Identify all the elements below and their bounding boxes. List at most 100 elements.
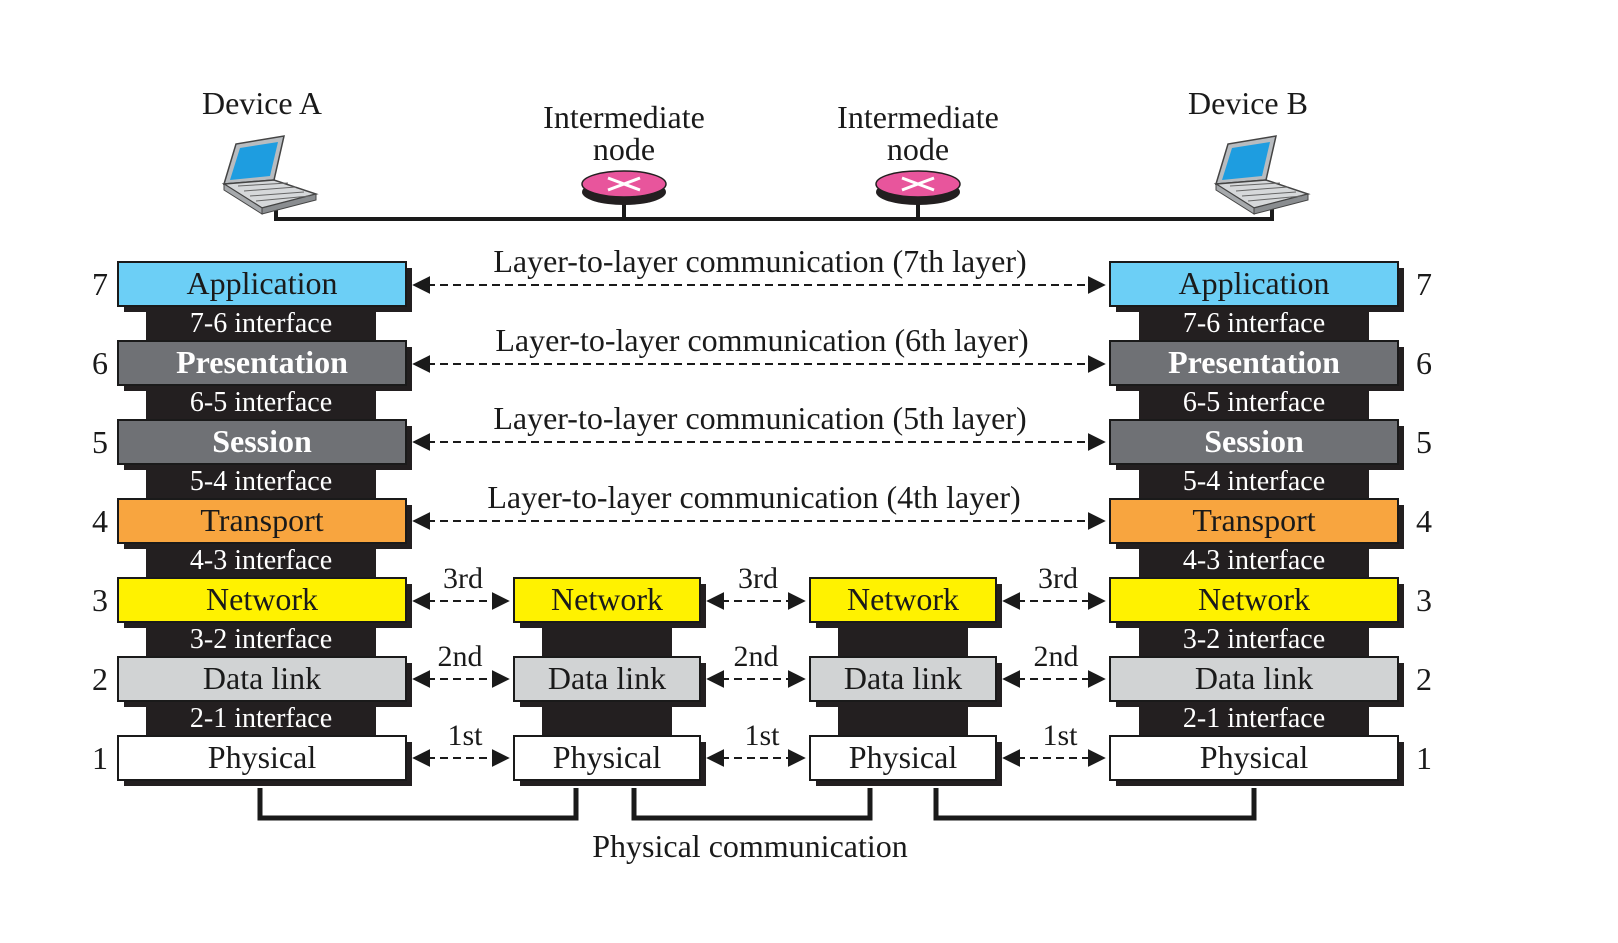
- device-b-data-link-box: [1109, 656, 1399, 702]
- hop-3rd-label-1: 3rd: [443, 562, 483, 595]
- layer-comm-group: Layer-to-layer communication (7th layer)…: [412, 243, 1106, 530]
- device-a-transport-label: Transport: [200, 502, 323, 538]
- device-b-application-label: Application: [1178, 265, 1329, 301]
- device-b-layer-number: 2: [1416, 661, 1432, 697]
- device-a-layer-number: 6: [92, 345, 108, 381]
- hop-labels: 3rd 3rd 3rd 2nd 2nd 2nd 1st 1st 1st: [438, 562, 1079, 752]
- device-a-layer-number: 1: [92, 740, 108, 776]
- device-a-layer-number: 5: [92, 424, 108, 460]
- hop-3rd-label-2: 3rd: [738, 562, 778, 595]
- device-a-label: Device A: [202, 85, 322, 121]
- device-b-label: Device B: [1188, 85, 1308, 121]
- device-b-physical-box: [1109, 735, 1399, 781]
- device-a-layer-number: 4: [92, 503, 108, 539]
- hop-1st-label-2: 1st: [744, 719, 780, 752]
- device-b-layer-number: 4: [1416, 503, 1432, 539]
- hop-1st-label-3: 1st: [1042, 719, 1078, 752]
- node1-network-label: Network: [551, 581, 663, 617]
- device-b-interface-label: 3-2 interface: [1183, 624, 1325, 655]
- hop-2nd-label-1: 2nd: [438, 640, 483, 673]
- hop-arrows: [412, 592, 1106, 767]
- device-a-application-label: Application: [186, 265, 337, 301]
- device-b-session-box: [1109, 419, 1399, 465]
- node1-label-line1: Intermediate: [543, 99, 705, 135]
- device-b-layer-number: 6: [1416, 345, 1432, 381]
- media-link-2: [631, 788, 873, 821]
- hop-2nd-label-2: 2nd: [734, 640, 779, 673]
- device-a-presentation-label: Presentation: [176, 344, 348, 380]
- device-b-network-label: Network: [1198, 581, 1310, 617]
- node2-data-link-box: [809, 656, 997, 702]
- node2-network-box: [809, 577, 997, 623]
- node2-physical-label: Physical: [849, 739, 958, 775]
- device-a-layer-number: 2: [92, 661, 108, 697]
- device-b-data-link-label: Data link: [1195, 660, 1313, 696]
- router-1-icon: [580, 169, 668, 207]
- hop-3rd-label-3: 3rd: [1038, 562, 1078, 595]
- layer-comm-5-label: Layer-to-layer communication (5th layer): [493, 400, 1026, 436]
- laptop-b-icon: [1215, 135, 1309, 215]
- device-b-application-box: [1109, 261, 1399, 307]
- device-b-presentation-label: Presentation: [1168, 344, 1340, 380]
- device-b-layer-number: 1: [1416, 740, 1432, 776]
- device-b-interface-label: 7-6 interface: [1183, 308, 1325, 339]
- device-b-network-box: [1109, 577, 1399, 623]
- hop-1st-label-1: 1st: [447, 719, 483, 752]
- device-b-stack: 7-6 interface 6-5 interface 5-4 interface 4…: [1109, 261, 1432, 786]
- hop-2nd-label-3: 2nd: [1034, 640, 1079, 673]
- device-a-session-label: Session: [212, 423, 312, 459]
- layer-stacks: 7-6 interface 6-5 interface 5-4 interface 4…: [92, 261, 1432, 786]
- device-a-interface-label: 5-4 interface: [190, 466, 332, 497]
- device-a-transport-box: [117, 498, 407, 544]
- media-link-3: [933, 788, 1257, 821]
- node1-physical-box: [513, 735, 701, 781]
- device-a-data-link-box: [117, 656, 407, 702]
- node2-network-label: Network: [847, 581, 959, 617]
- device-b-interface-label: 6-5 interface: [1183, 387, 1325, 418]
- device-a-physical-box: [117, 735, 407, 781]
- node1-data-link-box: [513, 656, 701, 702]
- node2-physical-box: [809, 735, 997, 781]
- node1-physical-label: Physical: [553, 739, 662, 775]
- device-a-interface-label: 6-5 interface: [190, 387, 332, 418]
- device-b-layer-number: 3: [1416, 582, 1432, 618]
- device-a-layer-number: 7: [92, 266, 108, 302]
- device-a-data-link-label: Data link: [203, 660, 321, 696]
- device-a-application-box: [117, 261, 407, 307]
- device-a-interface-label: 4-3 interface: [190, 545, 332, 576]
- device-a-network-box: [117, 577, 407, 623]
- media-link-1: [257, 788, 579, 821]
- node1-network-box: [513, 577, 701, 623]
- device-a-network-label: Network: [206, 581, 318, 617]
- device-b-layer-number: 7: [1416, 266, 1432, 302]
- layer-comm-7-label: Layer-to-layer communication (7th layer): [493, 243, 1026, 279]
- device-b-physical-label: Physical: [1200, 739, 1309, 775]
- device-a-session-box: [117, 419, 407, 465]
- device-b-transport-box: [1109, 498, 1399, 544]
- router-2-icon: [874, 169, 962, 207]
- node1-data-link-label: Data link: [548, 660, 666, 696]
- device-b-interface-label: 4-3 interface: [1183, 545, 1325, 576]
- device-b-interface-label: 5-4 interface: [1183, 466, 1325, 497]
- layer-comm-6-label: Layer-to-layer communication (6th layer): [495, 322, 1028, 358]
- device-b-interface-label: 2-1 interface: [1183, 703, 1325, 734]
- device-b-presentation-box: [1109, 340, 1399, 386]
- device-b-layer-number: 5: [1416, 424, 1432, 460]
- physical-media: [257, 788, 1257, 821]
- device-a-stack: 7-6 interface 6-5 interface 5-4 interface 4…: [92, 261, 412, 786]
- device-a-layer-number: 3: [92, 582, 108, 618]
- device-a-interface-label: 2-1 interface: [190, 703, 332, 734]
- node2-label-line2: node: [887, 131, 949, 167]
- device-b-session-label: Session: [1204, 423, 1304, 459]
- layer-comm-4-label: Layer-to-layer communication (4th layer): [487, 479, 1020, 515]
- device-a-physical-label: Physical: [208, 739, 317, 775]
- backbone-line: [274, 193, 1274, 221]
- node2-label-line1: Intermediate: [837, 99, 999, 135]
- device-a-interface-label: 7-6 interface: [190, 308, 332, 339]
- node1-label-line2: node: [593, 131, 655, 167]
- device-a-presentation-box: [117, 340, 407, 386]
- physical-communication-label: Physical communication: [592, 828, 908, 864]
- laptop-a-icon: [223, 135, 317, 215]
